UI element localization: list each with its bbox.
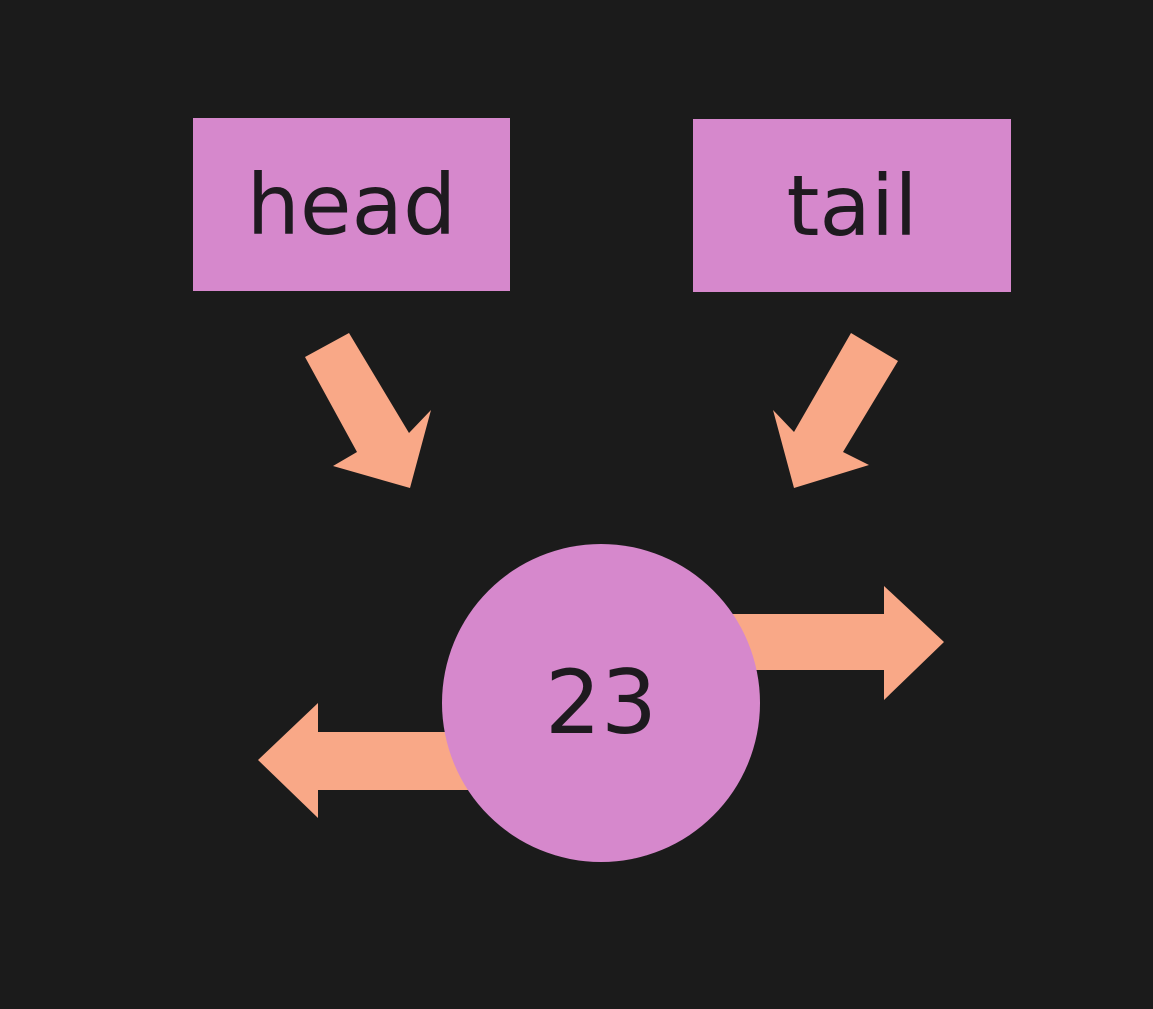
- head-pointer-box: head: [193, 118, 510, 291]
- tail-pointer-arrow: [773, 333, 898, 488]
- node-circle: [442, 544, 760, 862]
- head-pointer-arrow: [305, 333, 431, 488]
- node-value-text: 23: [545, 651, 657, 754]
- tail-box-shape: [693, 119, 1011, 292]
- head-box-shape: [193, 118, 510, 291]
- tail-pointer-box: tail: [693, 119, 1011, 292]
- node-value: 23: [442, 544, 760, 862]
- prev-arrow: [258, 703, 500, 818]
- tail-label: tail: [786, 156, 918, 255]
- head-label: head: [246, 155, 457, 254]
- next-arrow: [700, 586, 944, 700]
